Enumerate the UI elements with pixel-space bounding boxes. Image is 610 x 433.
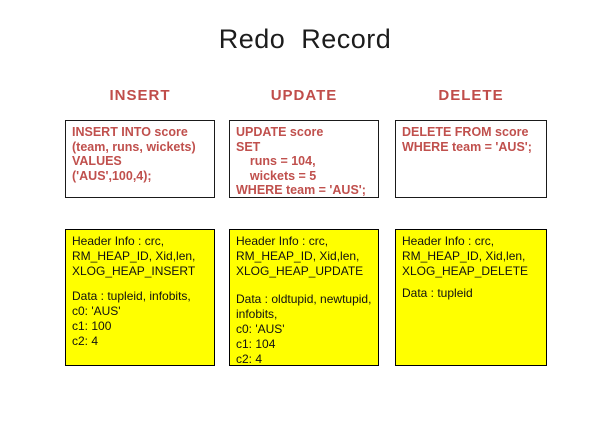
redo-header-info-update: Header Info : crc, RM_HEAP_ID, Xid,len, … <box>236 234 364 278</box>
redo-record-box-update: Header Info : crc, RM_HEAP_ID, Xid,len, … <box>229 229 379 366</box>
sql-statement-update: UPDATE score SET runs = 104, wickets = 5… <box>236 125 366 198</box>
column-header-insert: INSERT <box>109 87 171 104</box>
sql-box-insert: INSERT INTO score (team, runs, wickets) … <box>65 120 215 198</box>
column-delete: DELETE DELETE FROM score WHERE team = 'A… <box>395 86 547 366</box>
redo-data-insert: Data : tupleid, infobits, c0: 'AUS' c1: … <box>72 289 191 348</box>
redo-header-info-delete: Header Info : crc, RM_HEAP_ID, Xid,len, … <box>402 234 529 278</box>
sql-box-delete: DELETE FROM score WHERE team = 'AUS'; <box>395 120 547 198</box>
redo-data-delete: Data : tupleid <box>402 286 473 300</box>
redo-header-info-insert: Header Info : crc, RM_HEAP_ID, Xid,len, … <box>72 234 196 278</box>
column-update: UPDATE UPDATE score SET runs = 104, wick… <box>229 86 379 366</box>
page-title: Redo Record <box>218 24 392 54</box>
sql-statement-insert: INSERT INTO score (team, runs, wickets) … <box>72 125 196 183</box>
column-header-delete: DELETE <box>438 87 504 104</box>
sql-statement-delete: DELETE FROM score WHERE team = 'AUS'; <box>402 125 532 154</box>
column-header-update: UPDATE <box>270 87 338 104</box>
redo-record-box-delete: Header Info : crc, RM_HEAP_ID, Xid,len, … <box>395 229 547 366</box>
column-insert: INSERT INSERT INTO score (team, runs, wi… <box>65 86 215 366</box>
redo-record-box-insert: Header Info : crc, RM_HEAP_ID, Xid,len, … <box>65 229 215 366</box>
sql-box-update: UPDATE score SET runs = 104, wickets = 5… <box>229 120 379 198</box>
redo-data-update: Data : oldtupid, newtupid, infobits, c0:… <box>236 292 372 366</box>
